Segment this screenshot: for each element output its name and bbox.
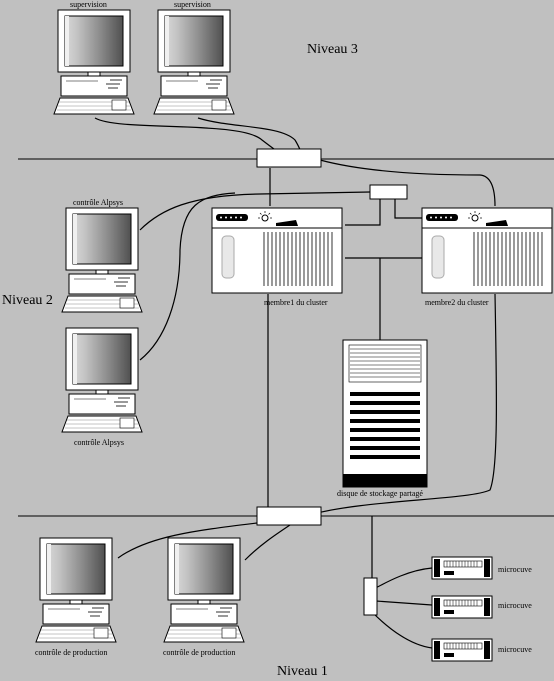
- member1-label: membre1 du cluster: [264, 298, 328, 307]
- workstation-icon: [61, 207, 143, 313]
- microcuve-icon: [431, 638, 493, 662]
- member2-label: membre2 du cluster: [425, 298, 489, 307]
- control-bottom-label: contrôle Alpsys: [74, 438, 124, 447]
- storage-label: disque de stockage partagé: [337, 489, 423, 498]
- level-2-label: Niveau 2: [2, 293, 53, 308]
- server-icon: [211, 207, 343, 294]
- production-left-label: contrôle de production: [35, 648, 108, 657]
- workstation-icon: [53, 9, 135, 115]
- hub-icon: [256, 506, 322, 526]
- microcuve-label: microcuve: [498, 601, 532, 610]
- workstation-icon: [153, 9, 235, 115]
- hub-icon: [363, 577, 378, 616]
- hub-icon: [369, 184, 408, 200]
- hub-icon: [256, 148, 322, 168]
- microcuve-icon: [431, 556, 493, 580]
- microcuve-icon: [431, 595, 493, 619]
- level-3-label: Niveau 3: [307, 42, 358, 57]
- network-cables: [94, 117, 498, 649]
- control-top-label: contrôle Alpsys: [73, 198, 123, 207]
- workstation-icon: [163, 537, 245, 643]
- supervision-right-label: supervision: [174, 0, 211, 9]
- workstation-icon: [35, 537, 117, 643]
- microcuve-label: microcuve: [498, 565, 532, 574]
- supervision-left-label: supervision: [70, 0, 107, 9]
- level-1-label: Niveau 1: [277, 664, 328, 679]
- production-right-label: contrôle de production: [163, 648, 236, 657]
- microcuve-label: microcuve: [498, 645, 532, 654]
- server-icon: [421, 207, 553, 294]
- workstation-icon: [61, 327, 143, 433]
- disk-array-icon: [342, 339, 428, 488]
